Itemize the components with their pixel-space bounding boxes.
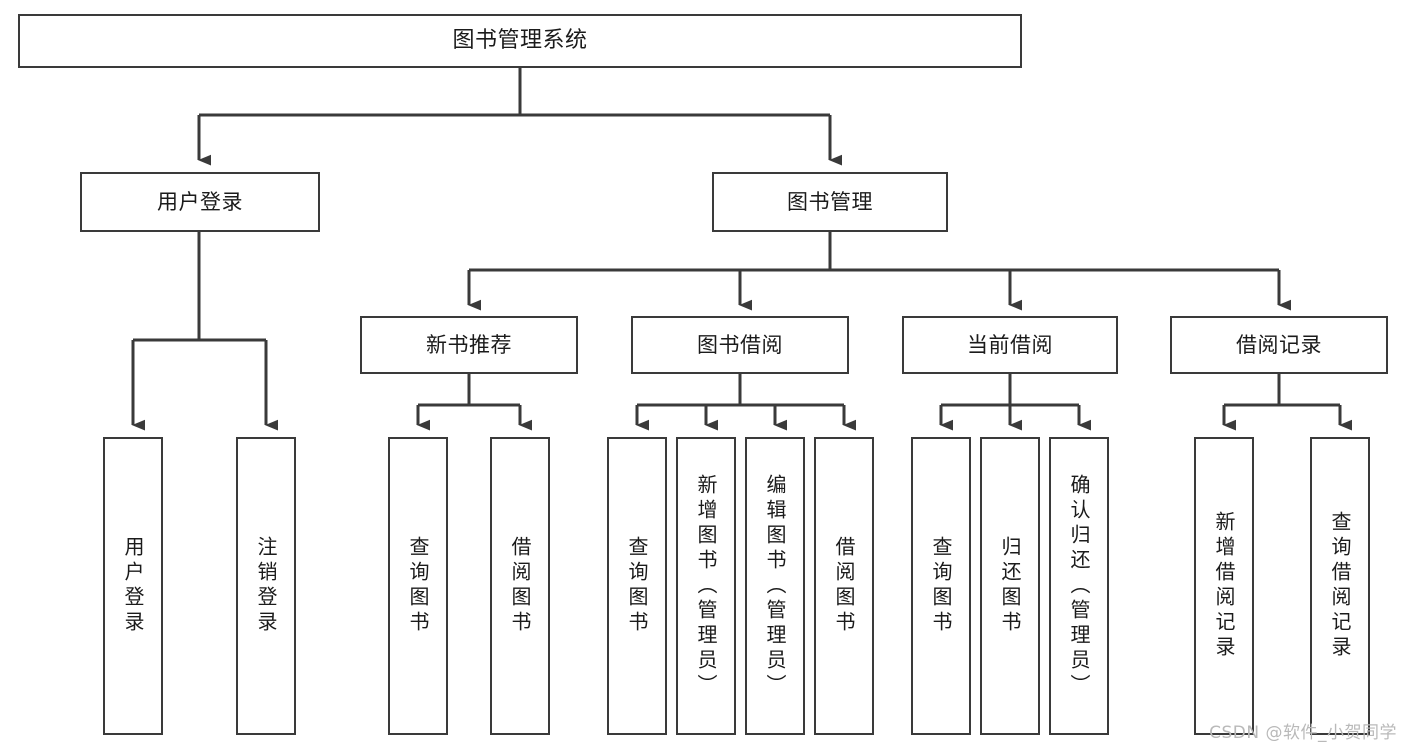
node-label: 图书管理 [787,189,873,214]
node-label: 查询图书 [625,536,649,636]
leaf-user-login-login[interactable]: 用户登录 [103,437,163,735]
node-book-management[interactable]: 图书管理 [712,172,948,232]
node-label: 当前借阅 [967,332,1053,357]
leaf-book-borrow-borrow[interactable]: 借阅图书 [814,437,874,735]
leaf-book-borrow-query[interactable]: 查询图书 [607,437,667,735]
node-label: 借阅图书 [832,536,856,636]
node-current-borrow[interactable]: 当前借阅 [902,316,1118,374]
node-root-library-system[interactable]: 图书管理系统 [18,14,1022,68]
node-label: 查询图书 [929,536,953,636]
node-label: 用户登录 [157,189,243,214]
node-book-borrow[interactable]: 图书借阅 [631,316,849,374]
node-label: 图书管理系统 [452,28,588,54]
node-label: 查询借阅记录 [1328,511,1352,661]
node-label: 注销登录 [254,536,278,636]
leaf-user-login-logout[interactable]: 注销登录 [236,437,296,735]
node-label: 借阅记录 [1236,332,1322,357]
node-label: 借阅图书 [508,536,532,636]
leaf-new-book-query[interactable]: 查询图书 [388,437,448,735]
node-label: 新增借阅记录 [1212,511,1236,661]
leaf-current-borrow-confirm-return[interactable]: 确认归还（管理员） [1049,437,1109,735]
node-label: 归还图书 [998,536,1022,636]
leaf-borrow-record-add[interactable]: 新增借阅记录 [1194,437,1254,735]
node-label: 编辑图书（管理员） [763,473,787,699]
node-label: 图书借阅 [697,332,783,357]
leaf-borrow-record-query[interactable]: 查询借阅记录 [1310,437,1370,735]
node-user-login[interactable]: 用户登录 [80,172,320,232]
node-label: 查询图书 [406,536,430,636]
watermark-text: CSDN @软件_小贺同学 [1209,723,1397,743]
node-borrow-record[interactable]: 借阅记录 [1170,316,1388,374]
node-label: 用户登录 [121,536,145,636]
node-label: 新书推荐 [426,332,512,357]
leaf-book-borrow-edit[interactable]: 编辑图书（管理员） [745,437,805,735]
leaf-current-borrow-query[interactable]: 查询图书 [911,437,971,735]
node-new-book-recommend[interactable]: 新书推荐 [360,316,578,374]
leaf-book-borrow-add[interactable]: 新增图书（管理员） [676,437,736,735]
node-label: 确认归还（管理员） [1067,473,1091,699]
leaf-new-book-borrow[interactable]: 借阅图书 [490,437,550,735]
node-label: 新增图书（管理员） [694,473,718,699]
leaf-current-borrow-return[interactable]: 归还图书 [980,437,1040,735]
